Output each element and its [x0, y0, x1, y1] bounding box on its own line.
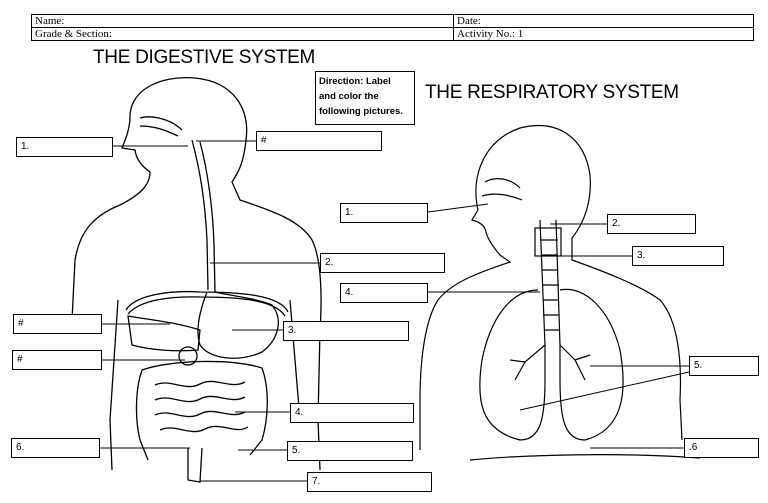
- rectum: [187, 447, 203, 483]
- digestive-label-box-hash-1[interactable]: #: [256, 131, 382, 151]
- digestive-label-box-hash-3[interactable]: #: [12, 350, 102, 370]
- larynx: [534, 227, 562, 257]
- digestive-label-box-7[interactable]: 7.: [307, 472, 432, 492]
- nasal-cavity: [481, 178, 523, 201]
- respiratory-title: THE RESPIRATORY SYSTEM: [425, 82, 679, 103]
- large-intestine: [135, 360, 268, 461]
- digestive-title: THE DIGESTIVE SYSTEM: [93, 47, 316, 68]
- right-lung: [559, 288, 624, 441]
- esophagus: [191, 139, 216, 293]
- label-pointer-lines: [100, 140, 690, 482]
- gallbladder: [178, 346, 198, 366]
- respiratory-body-outline: [419, 125, 701, 461]
- small-intestine: [154, 380, 249, 433]
- respiratory-label-box-4[interactable]: 4.: [340, 283, 428, 303]
- activity-number-field: Activity No.: 1: [453, 27, 754, 41]
- direction-line-3: following pictures.: [319, 106, 403, 117]
- digestive-label-box-4[interactable]: 4.: [290, 403, 414, 423]
- direction-line-2: and color the: [319, 91, 379, 102]
- respiratory-label-box-3[interactable]: 3.: [632, 246, 724, 266]
- diaphragm: [125, 290, 289, 317]
- liver: [127, 315, 201, 352]
- digestive-label-box-6[interactable]: 6.: [11, 438, 100, 458]
- digestive-label-box-2[interactable]: 2.: [320, 253, 445, 273]
- trachea: [539, 219, 561, 346]
- grade-section-field[interactable]: Grade & Section:: [31, 27, 454, 41]
- respiratory-label-box-1[interactable]: 1.: [340, 203, 428, 223]
- digestive-body-outline: [71, 76, 322, 471]
- digestive-label-box-3[interactable]: 3.: [283, 321, 409, 341]
- direction-line-1: Direction: Label: [319, 76, 391, 87]
- direction-box: Direction: Label and color the following…: [315, 71, 415, 125]
- digestive-label-box-1[interactable]: 1.: [16, 137, 113, 157]
- digestive-label-box-5[interactable]: 5.: [287, 441, 413, 461]
- stomach: [197, 291, 279, 359]
- trachea-rings: [541, 239, 560, 331]
- digestive-label-box-hash-2[interactable]: #: [13, 314, 102, 334]
- respiratory-label-box-6[interactable]: .6: [684, 438, 759, 458]
- bronchi: [509, 344, 591, 381]
- header-table: Name: Date: Grade & Section: Activity No…: [31, 14, 754, 41]
- left-lung: [479, 289, 546, 441]
- respiratory-label-box-2[interactable]: 2.: [607, 214, 696, 234]
- respiratory-label-box-5[interactable]: 5.: [689, 356, 759, 376]
